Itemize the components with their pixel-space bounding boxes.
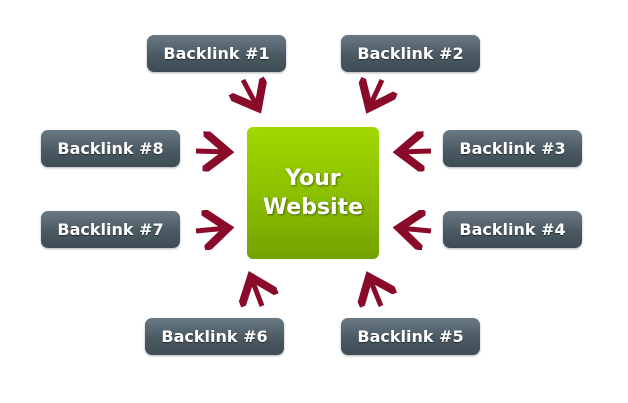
- backlink-6: Backlink #6: [145, 318, 284, 355]
- backlink-8: Backlink #8: [41, 130, 180, 167]
- arrow-1: [243, 80, 258, 108]
- backlink-2: Backlink #2: [341, 35, 480, 72]
- backlink-5: Backlink #5: [341, 318, 480, 355]
- center-line-1: Your: [285, 166, 341, 191]
- arrow-8: [195, 151, 228, 152]
- arrow-7: [195, 228, 228, 231]
- center-line-2: Website: [262, 195, 364, 220]
- backlink-3: Backlink #3: [443, 130, 582, 167]
- arrow-5: [369, 277, 381, 306]
- backlink-4: Backlink #4: [443, 211, 582, 248]
- arrow-6: [251, 277, 262, 306]
- backlink-1: Backlink #1: [147, 35, 286, 72]
- arrow-3: [399, 151, 432, 152]
- your-website-box: Your Website: [247, 127, 379, 259]
- arrow-4: [399, 228, 432, 231]
- arrow-2: [369, 80, 382, 108]
- backlink-7: Backlink #7: [41, 211, 180, 248]
